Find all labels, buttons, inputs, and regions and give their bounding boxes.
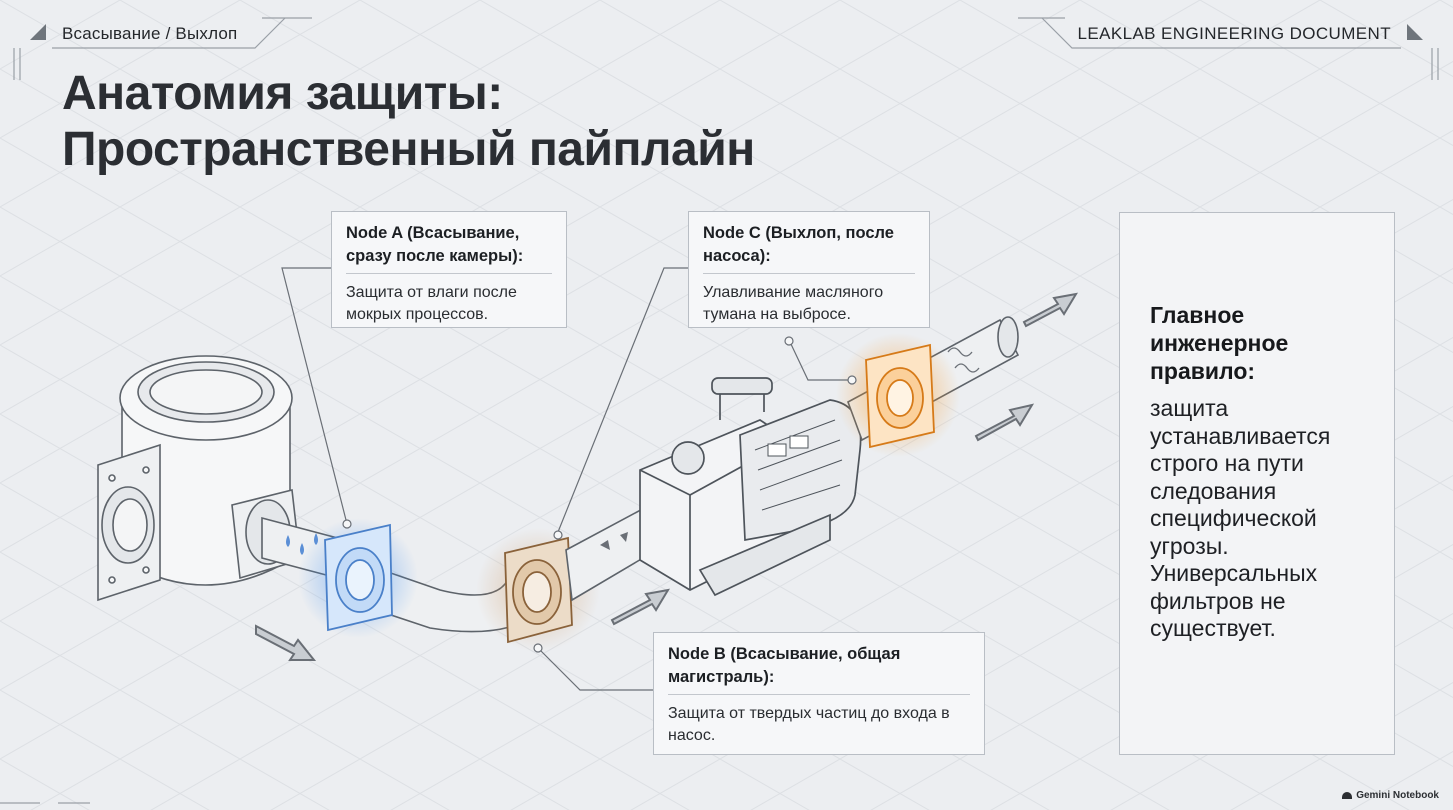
callout-node-c-title: Node C (Выхлоп, после насоса): (703, 222, 915, 274)
title-line-1: Анатомия защиты: (62, 67, 503, 120)
filter-node-b-icon (504, 536, 573, 644)
callout-node-b: Node B (Всасывание, общая магистраль): З… (653, 632, 985, 755)
filter-node-a-icon (324, 523, 393, 632)
page-title: Анатомия защиты: Пространственный пайпла… (62, 66, 755, 178)
vacuum-pump-icon (639, 377, 862, 597)
callout-node-a: Node A (Всасывание, сразу после камеры):… (331, 211, 567, 328)
rule-text: защита устанавливается строго на пути сл… (1150, 395, 1331, 641)
rule-heading: Главное инженерное правило: (1150, 302, 1289, 384)
callout-node-c-text: Улавливание масляного тумана на выбросе. (703, 284, 884, 323)
callout-node-b-text: Защита от твердых частиц до входа в насо… (668, 705, 950, 744)
callout-node-a-text: Защита от влаги после мокрых процессов. (346, 284, 517, 323)
breadcrumb: Всасывание / Выхлоп (62, 24, 238, 43)
callout-node-a-title: Node A (Всасывание, сразу после камеры): (346, 222, 552, 274)
document-label: LEAKLAB ENGINEERING DOCUMENT (1077, 24, 1391, 43)
vacuum-chamber-icon (97, 355, 301, 602)
watermark: Gemini Notebook (1342, 790, 1439, 801)
callout-node-c: Node C (Выхлоп, после насоса): Улавливан… (688, 211, 930, 328)
callout-node-b-title: Node B (Всасывание, общая магистраль): (668, 643, 970, 695)
title-line-2: Пространственный пайплайн (62, 123, 755, 176)
engineering-rule-panel: Главное инженерное правило: защита устан… (1119, 212, 1395, 755)
notebook-logo-icon (1342, 792, 1353, 799)
filter-node-c-icon (865, 343, 935, 449)
watermark-text: Gemini Notebook (1356, 790, 1439, 801)
flow-arrow-icon (255, 292, 1078, 661)
